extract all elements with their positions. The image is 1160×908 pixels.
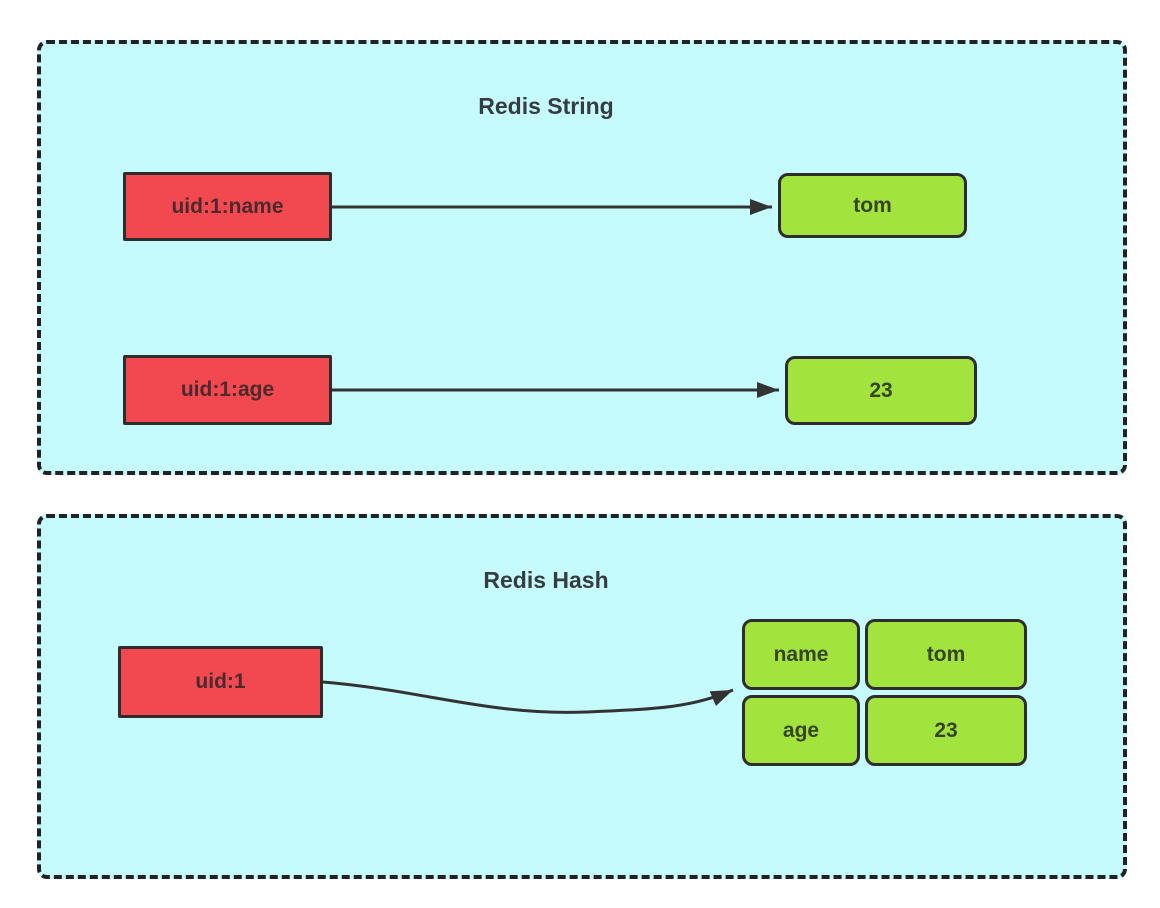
hash-value-23-label: 23 <box>934 718 958 742</box>
key-label-uid-1-name: uid:1:name <box>171 194 284 218</box>
hash-value-tom: tom <box>865 619 1027 690</box>
hash-field-name-label: name <box>773 642 829 666</box>
hash-table: name tom age 23 <box>742 619 1027 766</box>
value-label-23: 23 <box>869 378 893 402</box>
hash-field-age-label: age <box>782 718 820 742</box>
value-label-tom: tom <box>853 193 892 217</box>
key-box-uid-1-name: uid:1:name <box>123 172 332 241</box>
key-label-uid-1-age: uid:1:age <box>180 378 275 401</box>
hash-field-age: age <box>742 695 860 766</box>
value-box-23: 23 <box>785 356 977 425</box>
hash-field-name: name <box>742 619 860 690</box>
redis-hash-title: Redis Hash <box>483 567 609 593</box>
redis-string-panel: Redis String uid:1:name tom uid:1:age 23 <box>37 40 1127 475</box>
arrow-uid-1-to-hash <box>322 680 734 714</box>
redis-hash-panel: Redis Hash uid:1 name tom age 23 <box>37 514 1127 879</box>
redis-string-title: Redis String <box>478 93 614 119</box>
key-label-uid-1: uid:1 <box>195 670 246 693</box>
hash-value-23: 23 <box>865 695 1027 766</box>
hash-value-tom-label: tom <box>926 642 966 666</box>
key-box-uid-1: uid:1 <box>118 646 323 718</box>
value-box-tom: tom <box>778 173 967 238</box>
key-box-uid-1-age: uid:1:age <box>123 355 332 425</box>
